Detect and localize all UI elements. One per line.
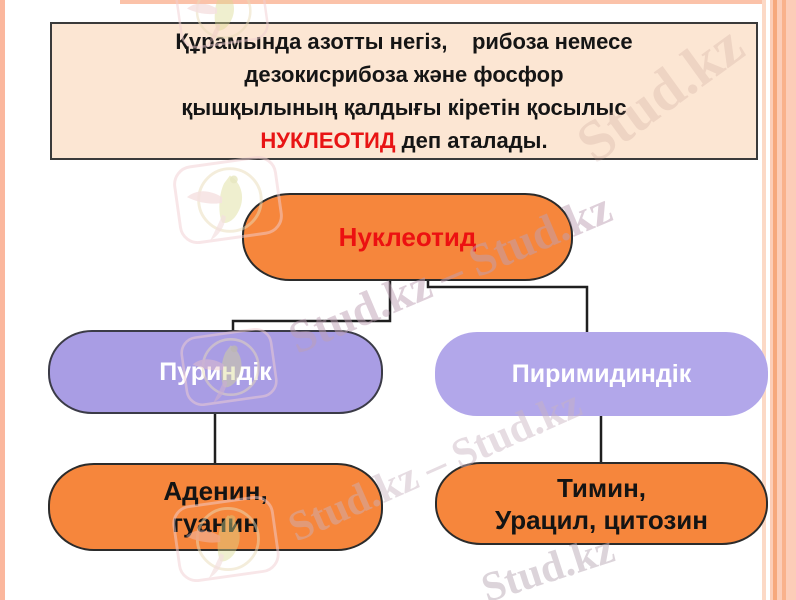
node-adenine-guanine: Аденин, гуанин: [48, 463, 383, 551]
node-thymine-line: Тимин,: [556, 472, 647, 503]
connector-root-to-right: [426, 281, 589, 338]
node-nucleotide: Нуклеотид: [242, 193, 573, 281]
definition-line-2: дезокисрибоза және фосфор: [244, 62, 564, 87]
node-pyrimidine-branch: Пиримидиндік: [435, 332, 768, 416]
definition-box: Құрамында азотты негіз, рибоза немесе де…: [50, 22, 758, 160]
node-purine-label: Пуриндік: [159, 357, 272, 386]
frame-stripe-right-accent-1: [773, 0, 777, 600]
definition-term-rest: деп аталады.: [395, 128, 548, 153]
connector-root-to-left: [231, 281, 392, 336]
definition-line-3: қышқылының қалдығы кіретін қосылыс: [181, 95, 627, 120]
frame-stripe-right-accent-2: [782, 0, 786, 600]
node-nucleotide-label: Нуклеотид: [338, 221, 477, 252]
node-purine-branch: Пуриндік: [48, 330, 383, 414]
frame-stripe-left: [0, 0, 5, 600]
node-pyrimidine-label: Пиримидиндік: [511, 359, 692, 388]
frame-stripe-top: [120, 0, 766, 4]
node-uracil-cytosine-line: Урацил, цитозин: [495, 504, 708, 535]
node-guanine-line: гуанин: [172, 508, 259, 538]
frame-stripe-right-thin: [762, 0, 766, 600]
node-adenine-line: Аденин,: [163, 476, 268, 506]
definition-line-4: НУКЛЕОТИД деп аталады.: [260, 124, 547, 157]
definition-term-highlight: НУКЛЕОТИД: [260, 128, 396, 153]
definition-line-1: Құрамында азотты негіз, рибоза немесе: [175, 29, 633, 54]
node-thymine-uracil-cytosine: Тимин, Урацил, цитозин: [435, 462, 768, 545]
